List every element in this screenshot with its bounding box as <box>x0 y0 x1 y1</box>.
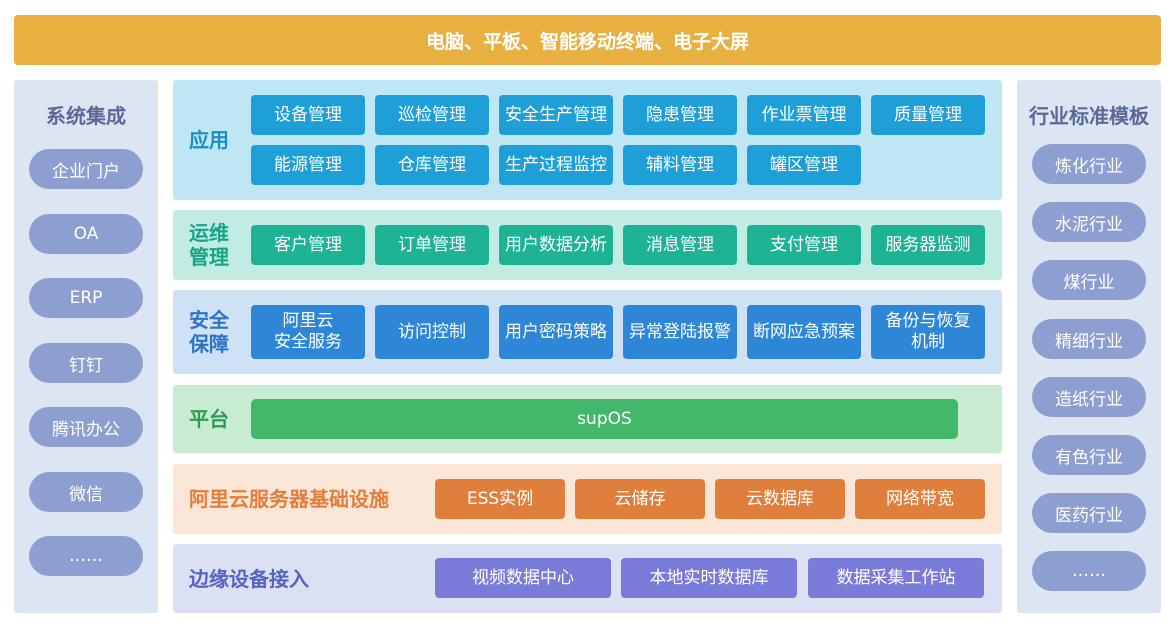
ops-management-title: 运维 管理 <box>189 221 229 269</box>
sec-tile-aliyun-line1: 阿里云 <box>282 311 334 331</box>
aliyun-infra-title: 阿里云服务器基础设施 <box>189 487 389 511</box>
industry-item-fine-chemical: 精细行业 <box>1032 319 1146 359</box>
industry-item-pharma: 医药行业 <box>1032 493 1146 533</box>
application-layer: 应用 设备管理 巡检管理 安全生产管理 隐患管理 作业票管理 质量管理 能源管理… <box>173 80 1002 200</box>
infra-tile-cloud-storage: 云储存 <box>575 479 705 519</box>
ops-tile-server-monitor: 服务器监测 <box>871 225 985 265</box>
sec-tile-backup-line1: 备份与恢复 <box>885 311 971 331</box>
industry-item-nonferrous: 有色行业 <box>1032 435 1146 475</box>
app-tile-warehouse: 仓库管理 <box>375 145 489 185</box>
sec-tile-password-policy: 用户密码策略 <box>499 305 613 359</box>
platform-tile-supos: supOS <box>251 399 958 439</box>
integration-item-wechat: 微信 <box>29 472 143 512</box>
edge-access-layer: 边缘设备接入 视频数据中心 本地实时数据库 数据采集工作站 <box>173 544 1002 613</box>
edge-access-title: 边缘设备接入 <box>189 567 309 591</box>
security-title-line2: 保障 <box>189 332 229 356</box>
platform-layer: 平台 supOS <box>173 385 1002 453</box>
sec-tile-backup-line2: 机制 <box>911 332 945 352</box>
integration-item-dingtalk: 钉钉 <box>29 343 143 383</box>
edge-tile-collection-station: 数据采集工作站 <box>808 558 984 598</box>
industry-item-cement: 水泥行业 <box>1032 202 1146 242</box>
integration-item-tencent-office: 腾讯办公 <box>29 407 143 447</box>
sec-tile-backup-recovery: 备份与恢复 机制 <box>871 305 985 359</box>
app-tile-hazard: 隐患管理 <box>623 95 737 135</box>
sec-tile-aliyun-line2: 安全服务 <box>274 332 342 352</box>
industry-item-refining: 炼化行业 <box>1032 144 1146 184</box>
app-tile-energy: 能源管理 <box>251 145 365 185</box>
system-integration-panel: 系统集成 企业门户 OA ERP 钉钉 腾讯办公 微信 …… <box>14 80 158 613</box>
integration-item-portal: 企业门户 <box>29 149 143 189</box>
integration-item-erp: ERP <box>29 278 143 318</box>
infra-tile-ess: ESS实例 <box>435 479 565 519</box>
ops-title-line2: 管理 <box>189 245 229 269</box>
industry-item-coal: 煤行业 <box>1032 260 1146 300</box>
infra-tile-bandwidth: 网络带宽 <box>855 479 985 519</box>
device-header-bar: 电脑、平板、智能移动终端、电子大屏 <box>14 15 1161 65</box>
app-tile-quality: 质量管理 <box>871 95 985 135</box>
sec-tile-login-alert: 异常登陆报警 <box>623 305 737 359</box>
industry-template-title: 行业标准模板 <box>1029 104 1149 128</box>
platform-layer-title: 平台 <box>189 407 229 431</box>
sec-tile-offline-emergency: 断网应急预案 <box>747 305 861 359</box>
system-integration-title: 系统集成 <box>46 104 126 128</box>
security-title-line1: 安全 <box>189 308 229 332</box>
industry-template-panel: 行业标准模板 炼化行业 水泥行业 煤行业 精细行业 造纸行业 有色行业 医药行业… <box>1017 80 1161 613</box>
ops-tile-user-analytics: 用户数据分析 <box>499 225 613 265</box>
ops-tile-payment: 支付管理 <box>747 225 861 265</box>
security-layer-title: 安全 保障 <box>189 308 229 356</box>
app-tile-process-monitor: 生产过程监控 <box>499 145 613 185</box>
security-layer: 安全 保障 阿里云 安全服务 访问控制 用户密码策略 异常登陆报警 断网应急预案… <box>173 290 1002 374</box>
app-tile-tank-farm: 罐区管理 <box>747 145 861 185</box>
edge-tile-local-rtdb: 本地实时数据库 <box>621 558 797 598</box>
ops-title-line1: 运维 <box>189 221 229 245</box>
ops-tile-message: 消息管理 <box>623 225 737 265</box>
app-tile-work-permit: 作业票管理 <box>747 95 861 135</box>
integration-item-oa: OA <box>29 214 143 254</box>
app-tile-auxiliary: 辅料管理 <box>623 145 737 185</box>
app-tile-equipment: 设备管理 <box>251 95 365 135</box>
industry-item-more: …… <box>1032 551 1146 591</box>
industry-item-paper: 造纸行业 <box>1032 377 1146 417</box>
sec-tile-access-control: 访问控制 <box>375 305 489 359</box>
edge-tile-video-center: 视频数据中心 <box>435 558 611 598</box>
app-tile-safety-production: 安全生产管理 <box>499 95 613 135</box>
integration-item-more: …… <box>29 536 143 576</box>
app-tile-inspection: 巡检管理 <box>375 95 489 135</box>
device-header-title: 电脑、平板、智能移动终端、电子大屏 <box>425 30 749 53</box>
application-layer-title: 应用 <box>189 128 229 152</box>
infra-tile-cloud-database: 云数据库 <box>715 479 845 519</box>
sec-tile-aliyun-security: 阿里云 安全服务 <box>251 305 365 359</box>
ops-tile-customer: 客户管理 <box>251 225 365 265</box>
ops-management-layer: 运维 管理 客户管理 订单管理 用户数据分析 消息管理 支付管理 服务器监测 <box>173 210 1002 280</box>
ops-tile-order: 订单管理 <box>375 225 489 265</box>
aliyun-infra-layer: 阿里云服务器基础设施 ESS实例 云储存 云数据库 网络带宽 <box>173 464 1002 534</box>
